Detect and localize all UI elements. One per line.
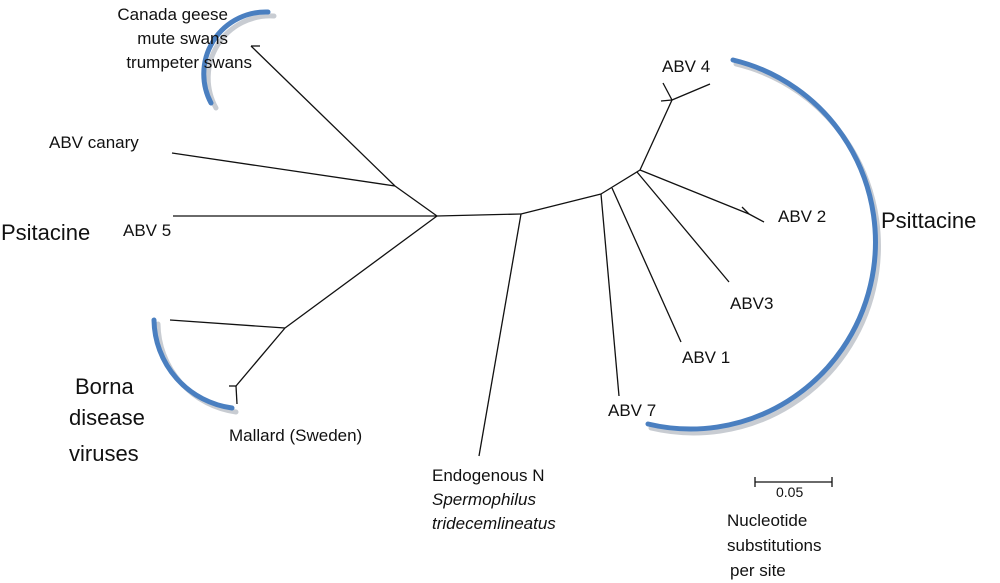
branch-abv4-tip2 bbox=[671, 83, 711, 101]
tree-branches bbox=[169, 45, 765, 457]
label-mute-swans: mute swans bbox=[137, 29, 228, 48]
label-abv7: ABV 7 bbox=[608, 401, 656, 420]
branch-abv7 bbox=[600, 193, 620, 397]
label-abv1: ABV 1 bbox=[682, 348, 730, 367]
label-tridecemlineatus: tridecemlineatus bbox=[432, 514, 556, 533]
scale-caption-line1: Nucleotide bbox=[727, 511, 807, 530]
branch-geese-swans bbox=[250, 45, 396, 187]
label-trumpeter-swans: trumpeter swans bbox=[126, 53, 252, 72]
clade-arcs bbox=[151, 9, 881, 436]
label-abv5: ABV 5 bbox=[123, 221, 171, 240]
label-abv2: ABV 2 bbox=[778, 207, 826, 226]
label-canada-geese: Canada geese bbox=[117, 5, 228, 24]
branch-backbone-right bbox=[520, 193, 602, 215]
label-abv4: ABV 4 bbox=[662, 57, 710, 76]
branch-right-inner bbox=[600, 169, 641, 195]
label-spermophilus: Spermophilus bbox=[432, 490, 536, 509]
arc-psittacine bbox=[645, 57, 878, 432]
scale-bar: 0.05 Nucleotide substitutions per site bbox=[727, 477, 833, 580]
branch-abv3 bbox=[636, 171, 730, 283]
branch-abv2 bbox=[639, 169, 750, 215]
label-abv3: ABV3 bbox=[730, 294, 773, 313]
branch-abv4-tip3 bbox=[660, 99, 673, 102]
label-borna-line3: viruses bbox=[69, 441, 139, 466]
label-psitacine-group: Psitacine bbox=[1, 220, 90, 245]
branch-lower-inner bbox=[284, 215, 438, 329]
branch-backbone-left bbox=[436, 213, 522, 217]
branch-abv2-tip2 bbox=[748, 213, 765, 223]
scale-caption-line2: substitutions bbox=[727, 536, 822, 555]
label-endogenous-n: Endogenous N bbox=[432, 466, 544, 485]
branch-upper-inner bbox=[394, 185, 438, 217]
arc-borna-disease-viruses bbox=[151, 317, 235, 411]
branch-endogenous bbox=[478, 213, 522, 457]
branch-borna-upper bbox=[169, 319, 286, 329]
arc-geese-swans bbox=[201, 9, 271, 106]
label-psittacine-group: Psittacine bbox=[881, 208, 976, 233]
label-borna-line1: Borna bbox=[75, 374, 134, 399]
branch-abv-canary bbox=[171, 152, 396, 187]
scale-caption-line3: per site bbox=[730, 561, 786, 580]
branch-abv4-tip1 bbox=[662, 82, 673, 101]
label-borna-line2: disease bbox=[69, 405, 145, 430]
branch-abv1 bbox=[611, 187, 682, 343]
label-abv-canary: ABV canary bbox=[49, 133, 139, 152]
branch-abv4 bbox=[639, 99, 673, 171]
label-mallard-sweden: Mallard (Sweden) bbox=[229, 426, 362, 445]
branch-mallard bbox=[235, 327, 286, 387]
scale-bar-value: 0.05 bbox=[776, 484, 803, 500]
branch-abv2-tip1 bbox=[741, 206, 750, 215]
branch-mallard-tip2 bbox=[235, 385, 238, 405]
